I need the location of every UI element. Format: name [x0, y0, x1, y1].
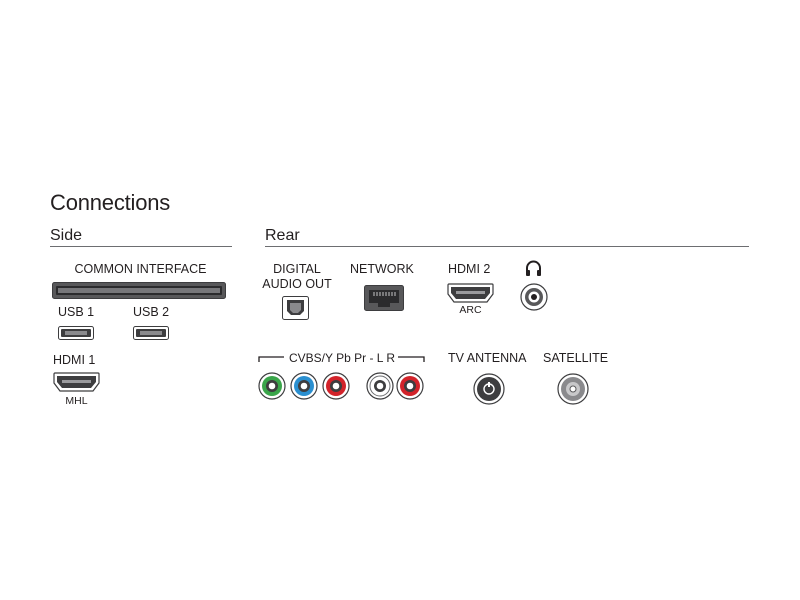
usb-port-icon	[58, 326, 94, 340]
digital-audio-out-label-line2: AUDIO OUT	[262, 277, 332, 291]
component-label: CVBS/Y Pb Pr - L R	[288, 351, 396, 365]
hdmi1-label: HDMI 1	[53, 353, 96, 367]
optical-port-icon	[282, 296, 309, 320]
rca-jack-icon-red	[322, 372, 350, 400]
component-bracket	[258, 350, 426, 364]
tv-antenna-label: TV ANTENNA	[448, 351, 527, 365]
antenna-port-icon	[473, 373, 505, 405]
usb-port-icon	[133, 326, 169, 340]
side-section-title: Side	[50, 227, 83, 244]
hdmi-port-icon	[53, 372, 100, 392]
hdmi2-sub-label: ARC	[459, 304, 482, 316]
digital-audio-out-label: DIGITAL AUDIO OUT	[257, 262, 337, 292]
digital-audio-out-label-line1: DIGITAL	[273, 262, 321, 276]
rca-jack-icon-white	[366, 372, 394, 400]
network-label: NETWORK	[350, 262, 414, 276]
common-interface-slot-icon	[52, 282, 226, 299]
satellite-label: SATELLITE	[543, 351, 609, 365]
headphones-icon	[525, 260, 542, 277]
common-interface-label: COMMON INTERFACE	[74, 262, 207, 276]
rca-jack-icon-red-audio	[396, 372, 424, 400]
ethernet-port-icon	[364, 285, 404, 311]
hdmi2-label: HDMI 2	[448, 262, 491, 276]
page-title: Connections	[50, 190, 171, 215]
rear-divider	[265, 246, 749, 247]
satellite-port-icon	[557, 373, 589, 405]
side-divider	[50, 246, 232, 247]
rca-jack-icon-green	[258, 372, 286, 400]
rear-section-title: Rear	[265, 227, 300, 244]
usb2-label: USB 2	[133, 305, 170, 319]
hdmi1-sub-label: MHL	[65, 395, 88, 407]
usb1-label: USB 1	[58, 305, 95, 319]
rca-jack-icon-blue	[290, 372, 318, 400]
headphone-jack-icon	[520, 283, 548, 311]
hdmi-port-icon	[447, 283, 494, 303]
